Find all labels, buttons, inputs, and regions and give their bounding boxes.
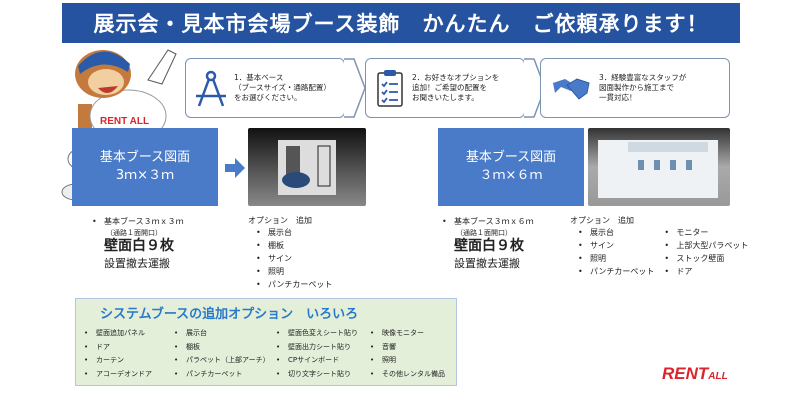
- booth-photo-3x3: [248, 128, 366, 206]
- option-item: 照明: [256, 265, 332, 278]
- option-item: その他レンタル備品: [370, 368, 445, 382]
- option-item: CPサインボード: [276, 354, 358, 368]
- spec-walls: 壁面白９枚: [104, 238, 174, 254]
- option-item: 展示台: [578, 226, 654, 239]
- step-text: 1．基本ベース （ブースサイズ・通路配置） をお選びください。: [234, 73, 331, 102]
- booth-plan-3x3: 基本ブース図面 3ｍ×３ｍ: [72, 128, 218, 206]
- options-title: オプション 追加: [248, 216, 312, 225]
- rentall-logo: RENTALL: [662, 364, 728, 384]
- option-item: 照明: [370, 354, 445, 368]
- step-text: 3．経験豊富なスタッフが 図面製作から施工まで 一貫対応！: [599, 73, 687, 102]
- option-item: 棚板: [174, 341, 270, 355]
- spec-item: 基本ブース３ｍｘ６ｍ: [442, 215, 534, 228]
- logo-text: RENT: [662, 364, 709, 383]
- booth-plan-title: 基本ブース図面: [99, 150, 191, 165]
- option-item: アコーデオンドア: [84, 368, 152, 382]
- spec-item: 基本ブース３ｍｘ３ｍ: [92, 215, 184, 228]
- option-item: 展示台: [256, 226, 332, 239]
- booth-plan-title: 基本ブース図面: [465, 150, 557, 165]
- option-item: 上部大型パラペット: [664, 239, 748, 252]
- option-item: モニター: [664, 226, 748, 239]
- booth-3x6-options: オプション 追加 展示台 サイン 照明 パンチカーペット モニター 上部大型パラ…: [570, 215, 748, 278]
- option-item: パンチカーペット: [174, 368, 270, 382]
- booth-plan-3x6: 基本ブース図面 ３ｍ×６ｍ: [438, 128, 584, 206]
- option-item: 壁面追加パネル: [84, 327, 152, 341]
- booth-3x3-spec: 基本ブース３ｍｘ３ｍ （通路１面開口） 壁面白９枚 設置撤去運搬: [92, 215, 184, 271]
- option-item: 切り文字シート貼り: [276, 368, 358, 382]
- option-item: 照明: [578, 252, 654, 265]
- arrow-right-icon: [225, 158, 245, 178]
- booth-plan-size: ３ｍ×６ｍ: [479, 168, 543, 183]
- booth-plan-size: 3ｍ×３ｍ: [115, 168, 175, 183]
- spec-note: （通路１面開口）: [456, 229, 512, 237]
- option-item: カーテン: [84, 354, 152, 368]
- spec-service: 設置撤去運搬: [454, 257, 520, 270]
- option-item: サイン: [578, 239, 654, 252]
- option-item: パラペット（上部アーチ）: [174, 354, 270, 368]
- mascot-logo: RENT ALL: [100, 116, 149, 127]
- option-item: パンチカーペット: [256, 278, 332, 291]
- step-1: 1．基本ベース （ブースサイズ・通路配置） をお選びください。: [185, 58, 345, 118]
- option-item: パンチカーペット: [578, 265, 654, 278]
- spec-note: （通路１面開口）: [106, 229, 162, 237]
- spec-service: 設置撤去運搬: [104, 257, 170, 270]
- system-options-panel: システムブースの追加オプション いろいろ 壁面追加パネルドアカーテンアコーデオン…: [75, 298, 457, 386]
- compass-icon: [196, 70, 226, 107]
- option-item: 壁面出力シート貼り: [276, 341, 358, 355]
- option-item: ドア: [664, 265, 748, 278]
- option-item: 映像モニター: [370, 327, 445, 341]
- system-options-title: システムブースの追加オプション いろいろ: [100, 307, 359, 322]
- step-3: 3．経験豊富なスタッフが 図面製作から施工まで 一貫対応！: [540, 58, 730, 118]
- logo-sub: ALL: [708, 371, 728, 382]
- spec-walls: 壁面白９枚: [454, 238, 524, 254]
- booth-3x6-spec: 基本ブース３ｍｘ６ｍ （通路１面開口） 壁面白９枚 設置撤去運搬: [442, 215, 534, 271]
- option-item: 棚板: [256, 239, 332, 252]
- option-item: 展示台: [174, 327, 270, 341]
- step-text: 2．お好きなオプションを 追加！ご希望の配置を お聞きいたします。: [412, 73, 500, 102]
- option-item: サイン: [256, 252, 332, 265]
- option-item: 音響: [370, 341, 445, 355]
- handshake-icon: [553, 78, 590, 100]
- step-2: 2．お好きなオプションを 追加！ご希望の配置を お聞きいたします。: [365, 58, 525, 118]
- booth-photo-3x6: [588, 128, 730, 206]
- booth-3x3-options: オプション 追加 展示台 棚板 サイン 照明 パンチカーペット: [248, 215, 332, 291]
- page-title: 展示会・見本市会場ブース装飾 かんたん ご依頼承ります！: [93, 12, 709, 36]
- option-item: 壁面色変えシート貼り: [276, 327, 358, 341]
- options-title: オプション 追加: [570, 216, 634, 225]
- step-chevron: [344, 58, 366, 118]
- clipboard-checklist-icon: [377, 70, 403, 107]
- option-item: ドア: [84, 341, 152, 355]
- option-item: ストック壁面: [664, 252, 748, 265]
- title-banner: 展示会・見本市会場ブース装飾 かんたん ご依頼承ります！: [62, 3, 740, 43]
